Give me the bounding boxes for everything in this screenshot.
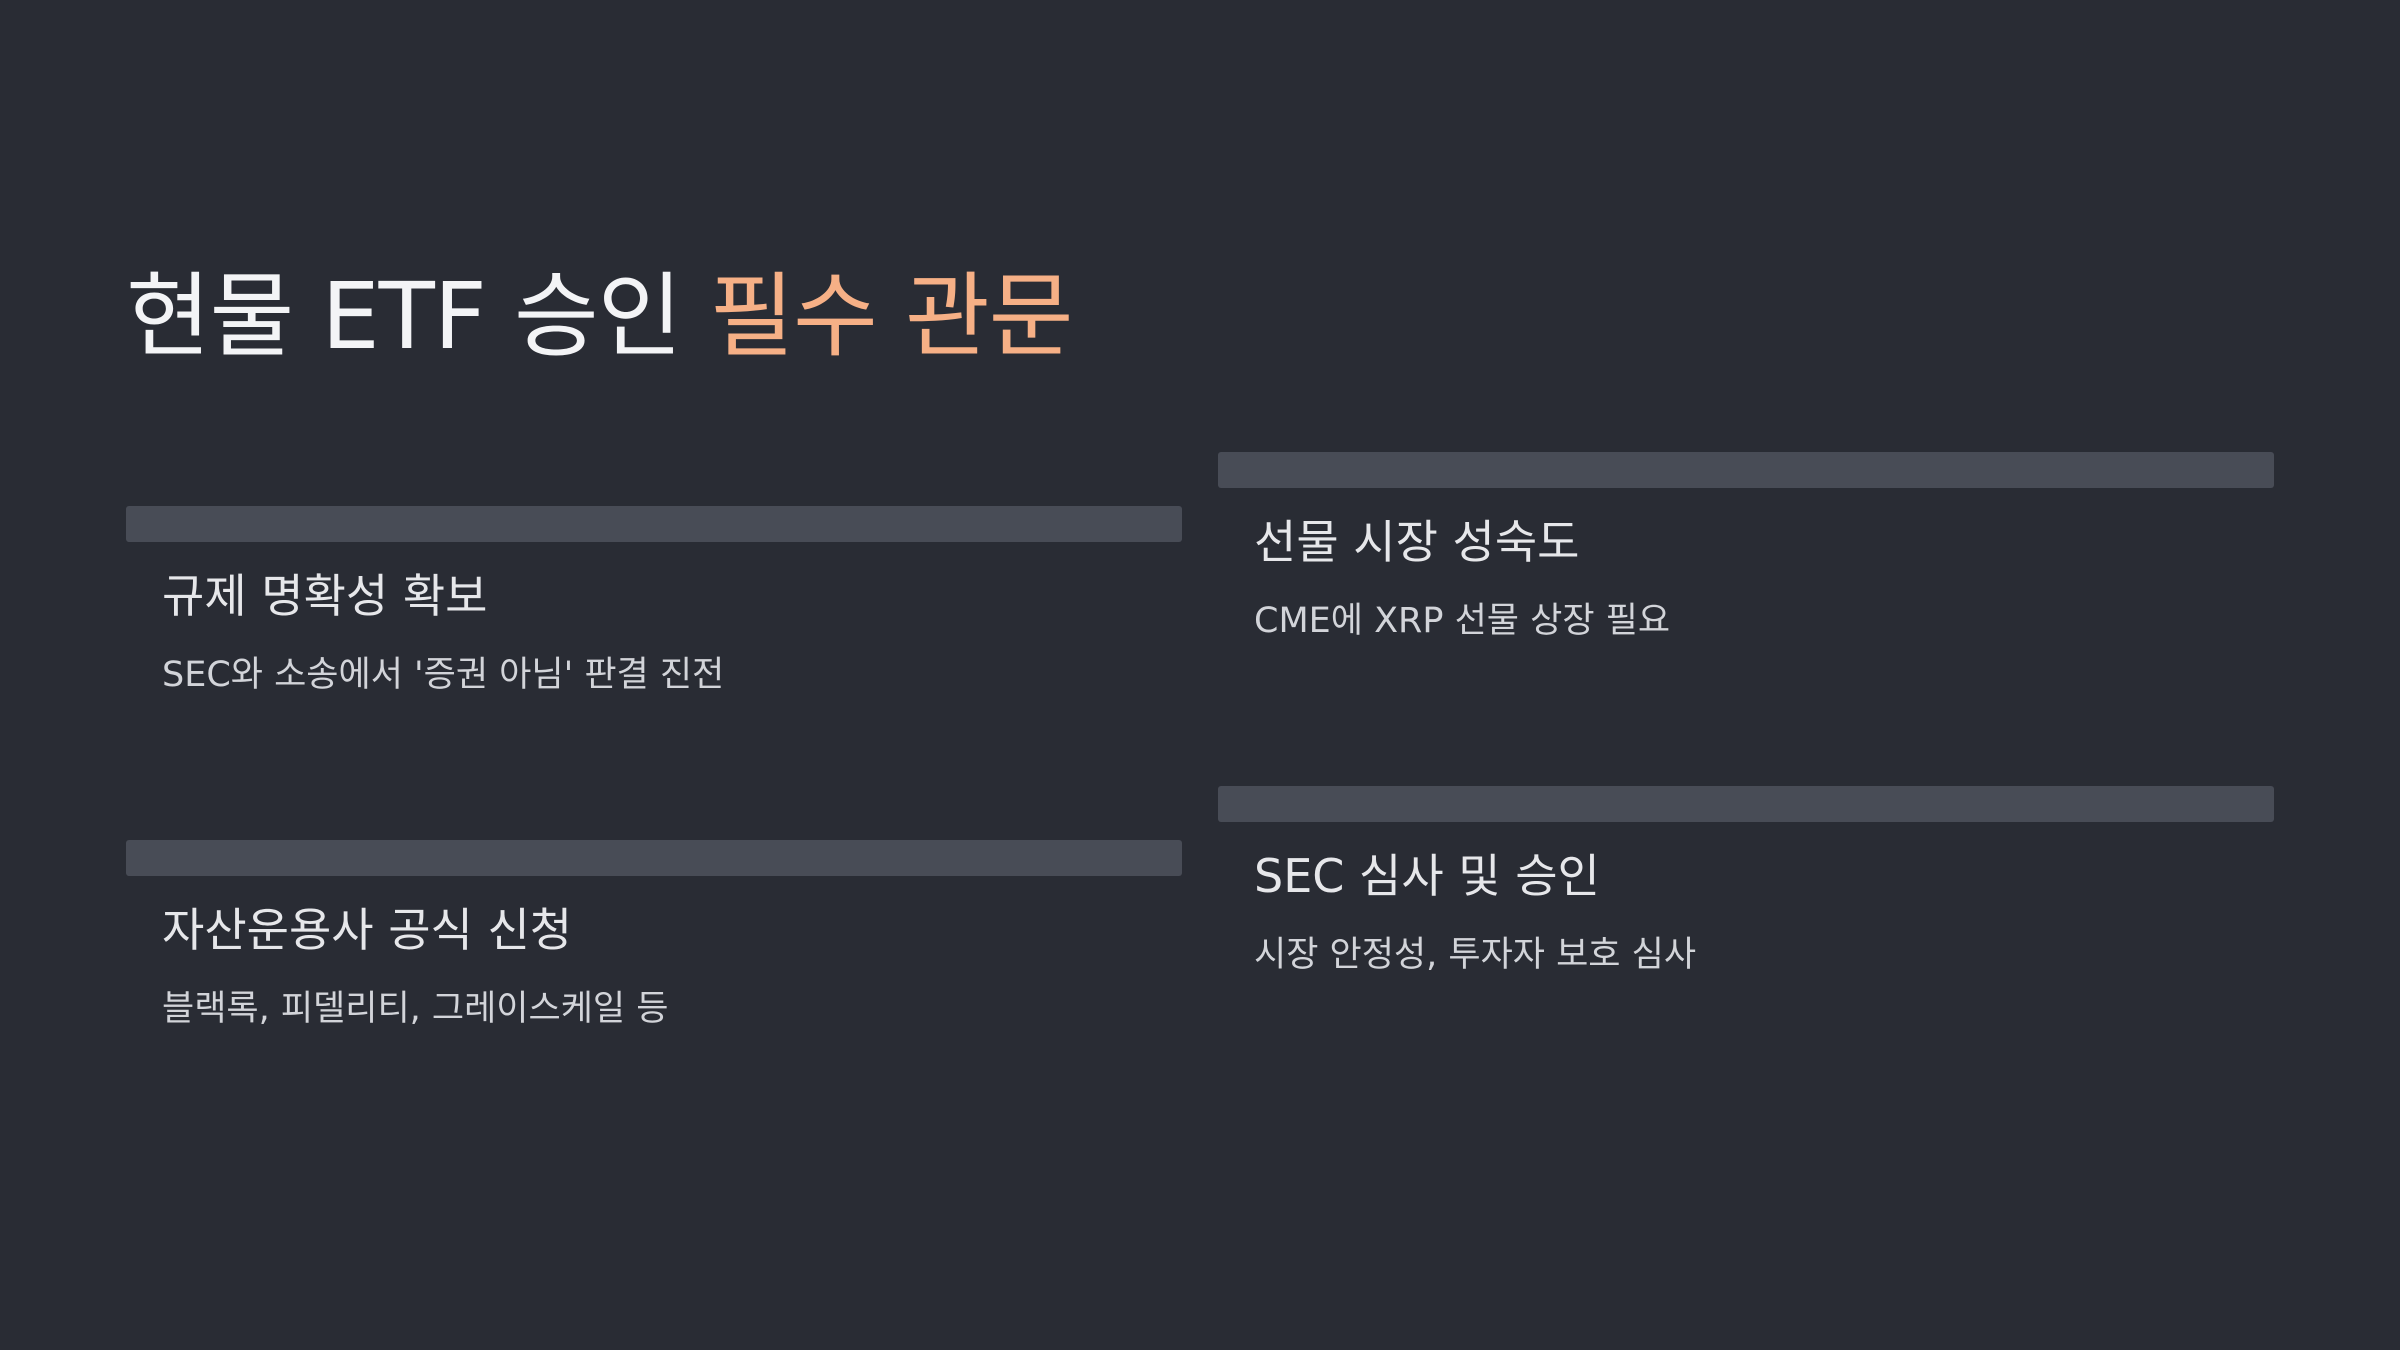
card-description: CME에 XRP 선물 상장 필요: [1254, 601, 1671, 641]
card-bar: [1218, 786, 2274, 822]
title-main: 현물 ETF 승인: [126, 263, 682, 370]
card-heading: SEC 심사 및 승인: [1254, 849, 1600, 903]
card-description: SEC와 소송에서 '증권 아님' 판결 진전: [162, 655, 725, 695]
card-bar: [1218, 452, 2274, 488]
card-futures-maturity: 선물 시장 성숙도 CME에 XRP 선물 상장 필요: [1218, 452, 2274, 672]
card-bar: [126, 506, 1182, 542]
page-title: 현물 ETF 승인 필수 관문: [126, 262, 1074, 372]
title-accent: 필수 관문: [709, 263, 1074, 370]
card-heading: 자산운용사 공식 신청: [162, 903, 573, 957]
card-regulatory-clarity: 규제 명확성 확보 SEC와 소송에서 '증권 아님' 판결 진전: [126, 506, 1182, 726]
card-description: 블랙록, 피델리티, 그레이스케일 등: [162, 989, 669, 1029]
card-heading: 선물 시장 성숙도: [1254, 515, 1580, 569]
card-sec-review: SEC 심사 및 승인 시장 안정성, 투자자 보호 심사: [1218, 786, 2274, 1006]
card-asset-manager-filing: 자산운용사 공식 신청 블랙록, 피델리티, 그레이스케일 등: [126, 840, 1182, 1060]
card-heading: 규제 명확성 확보: [162, 569, 488, 623]
card-bar: [126, 840, 1182, 876]
card-description: 시장 안정성, 투자자 보호 심사: [1254, 935, 1697, 975]
